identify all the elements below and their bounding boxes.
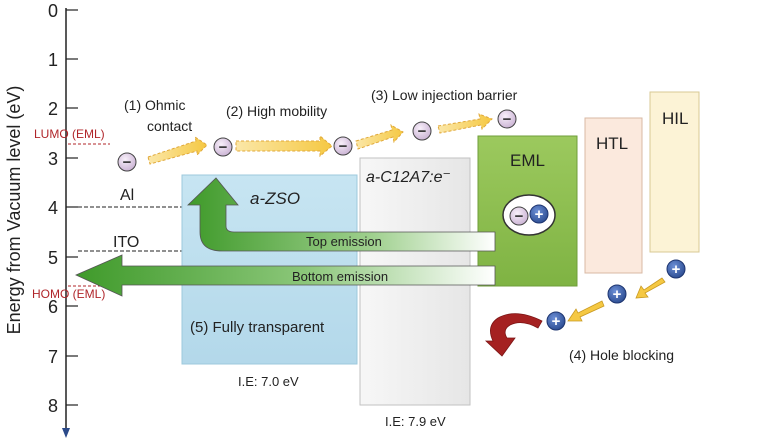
top-emission-label: Top emission [306,234,382,249]
bottom-emission-label: Bottom emission [292,269,388,284]
electron-carrier: − [117,152,137,172]
lumo-eml-label: LUMO (EML) [34,127,105,141]
top-emission-arrow [187,177,496,252]
electron-carrier: − [333,136,353,156]
fully-transparent-label: (5) Fully transparent [190,319,325,336]
svg-text:−: − [418,123,427,140]
electron-carrier: − [412,121,432,141]
al-label: Al [120,187,134,204]
hole-transport-arrows [567,277,666,322]
y-tick-2: 2 [48,99,58,119]
y-tick-5: 5 [48,248,58,268]
hole-blocking-arrow [484,313,543,357]
hole-blocking-label: (4) Hole blocking [569,347,674,363]
htl-label: HTL [596,134,628,153]
zso-label: a-ZSO [250,189,300,208]
exciton-electron: − [509,206,529,226]
hole-carrier: + [666,259,686,279]
y-tick-3: 3 [48,149,58,169]
zso-ie-label: I.E: 7.0 eV [238,374,299,389]
htl-layer [584,117,643,274]
ohmic-contact-label-1: (1) Ohmic [124,97,185,113]
high-mobility-label: (2) High mobility [226,103,327,119]
ito-label: ITO [113,234,139,251]
homo-eml-label: HOMO (EML) [32,287,105,301]
hil-label: HIL [662,109,688,128]
hole-carrier: + [546,311,566,331]
electron-transport-arrows [147,113,493,165]
electron-carrier: − [497,109,517,129]
electron-carrier: − [213,137,233,157]
y-axis-label: Energy from Vacuum level (eV) [4,86,24,335]
ohmic-contact-label-2: contact [147,118,192,134]
y-tick-1: 1 [48,50,58,70]
eml-label: EML [510,151,545,170]
svg-text:−: − [515,208,524,225]
c12a7-ie-label: I.E: 7.9 eV [385,414,446,429]
y-tick-6: 6 [48,297,58,317]
exciton-hole: + [529,204,549,224]
svg-text:−: − [123,154,132,171]
svg-text:+: + [552,313,561,330]
svg-text:−: − [219,139,228,156]
hil-layer [649,91,700,253]
low-injection-barrier-label: (3) Low injection barrier [371,87,518,103]
svg-text:−: − [339,138,348,155]
svg-text:+: + [613,286,622,303]
y-axis: 0 1 2 3 4 5 6 7 8 Energy from Vacuum lev… [4,1,78,438]
svg-text:+: + [535,206,544,223]
y-tick-7: 7 [48,347,58,367]
hole-carrier: + [607,284,627,304]
bottom-emission-arrow [75,254,496,297]
y-tick-4: 4 [48,198,58,218]
y-tick-0: 0 [48,1,58,21]
svg-text:−: − [503,111,512,128]
c12a7-label: a-C12A7:e⁻ [366,169,451,186]
y-tick-8: 8 [48,396,58,416]
svg-text:+: + [672,261,681,278]
